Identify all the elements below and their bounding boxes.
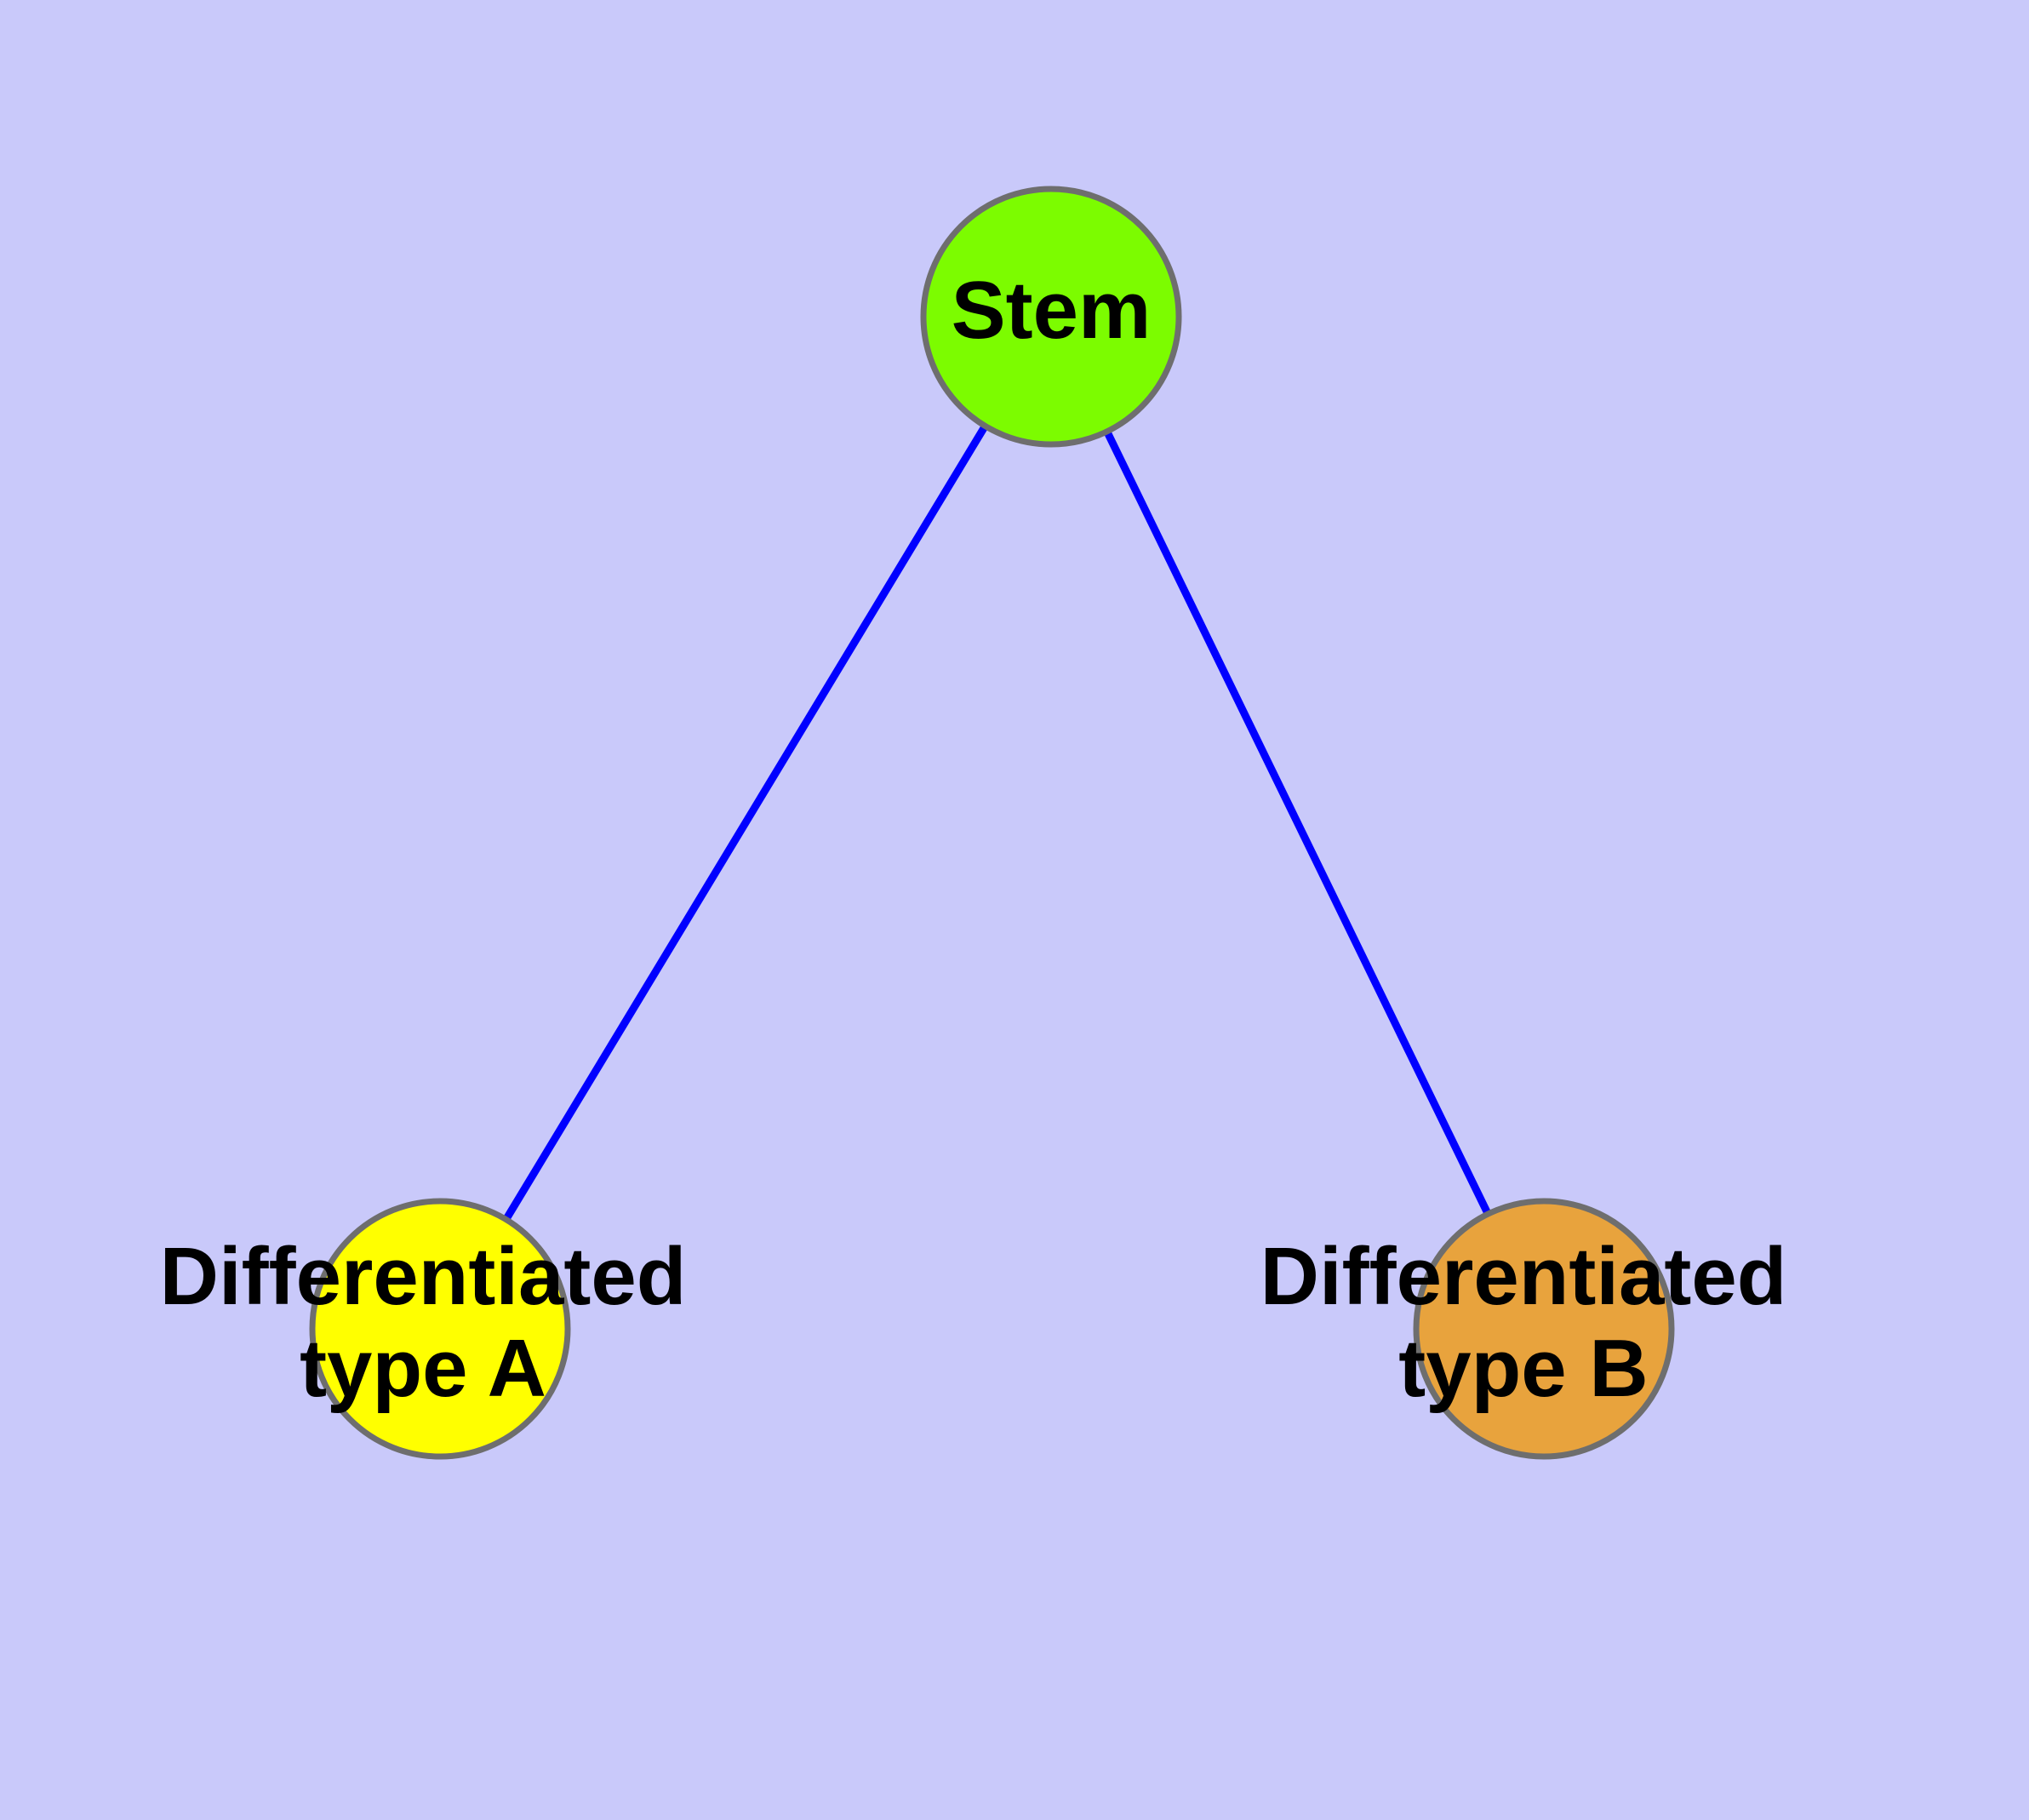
node-label-stem: Stem (952, 265, 1152, 356)
node-label-line: Differentiated (1260, 1232, 1787, 1323)
node-label-line: Differentiated (160, 1232, 687, 1323)
edge-stem-diff-b[interactable] (1102, 428, 1493, 1217)
nodes-layer (309, 186, 1675, 1460)
node-label-line: type A (300, 1323, 546, 1414)
node-diff_a[interactable] (309, 1198, 571, 1460)
edges-layer (501, 422, 1493, 1223)
node-label-line: Stem (952, 265, 1152, 356)
edge-stem-diff-a[interactable] (501, 422, 990, 1223)
node-diff_b[interactable] (1413, 1198, 1675, 1460)
node-stem[interactable] (920, 186, 1182, 448)
node-label-line: type B (1398, 1323, 1648, 1414)
